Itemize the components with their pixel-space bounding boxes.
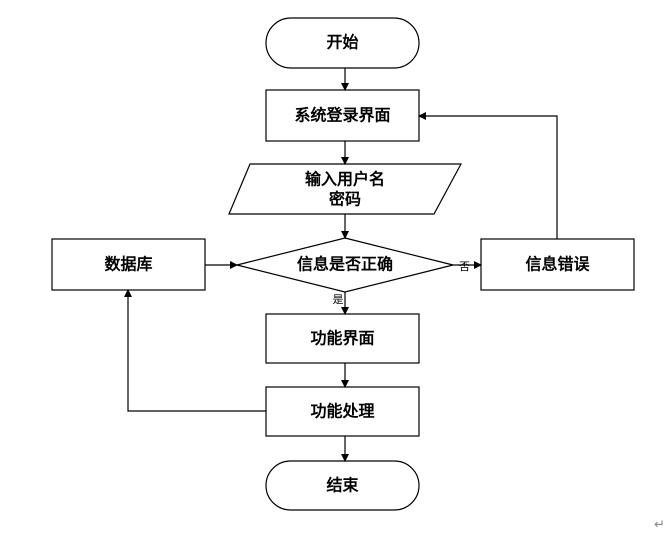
error-node: 信息错误 xyxy=(480,238,635,291)
function-process-node: 功能处理 xyxy=(265,386,420,437)
database-node: 数据库 xyxy=(51,238,206,291)
input-label-line2: 密码 xyxy=(328,190,361,209)
edge-label-yes: 是 xyxy=(333,293,344,306)
input-node: 输入用户名 密码 xyxy=(228,163,463,215)
function-process-label: 功能处理 xyxy=(310,402,374,421)
check-decision-node: 信息是否正确 xyxy=(236,237,454,293)
error-label: 信息错误 xyxy=(525,255,590,274)
end-node: 结束 xyxy=(265,460,420,511)
login-screen-label: 系统登录界面 xyxy=(294,106,390,125)
database-label: 数据库 xyxy=(104,255,152,274)
login-screen-node: 系统登录界面 xyxy=(265,89,420,142)
function-ui-label: 功能界面 xyxy=(310,329,374,348)
return-mark: ↵ xyxy=(654,518,665,533)
arrow-process-to-database xyxy=(124,289,266,412)
end-label: 结束 xyxy=(325,476,359,495)
check-decision-label: 信息是否正确 xyxy=(297,255,393,274)
function-ui-node: 功能界面 xyxy=(265,313,420,364)
input-label-line1: 输入用户名 xyxy=(305,170,385,189)
arrow-error-to-login xyxy=(418,112,558,239)
start-label: 开始 xyxy=(326,33,358,52)
edge-label-no: 否 xyxy=(459,260,470,273)
start-node: 开始 xyxy=(265,17,420,69)
